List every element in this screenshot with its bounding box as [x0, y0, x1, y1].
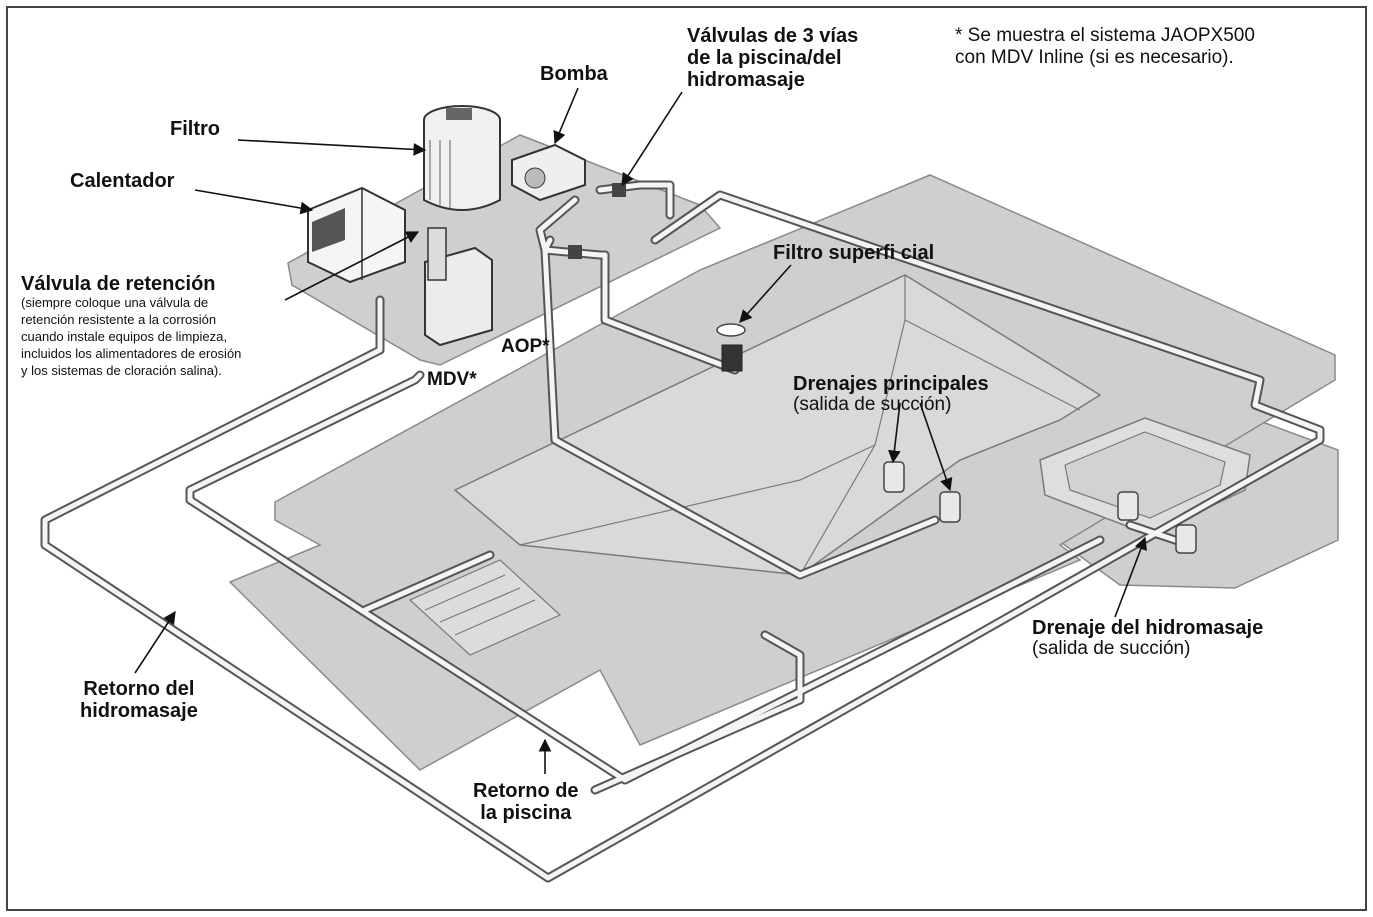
- label-spa-drain-sub: (salida de succión): [1032, 638, 1191, 659]
- aop-unit: [424, 227, 493, 347]
- diagram-frame: [6, 6, 1367, 911]
- label-pool-return: Retorno de la piscina: [473, 780, 579, 824]
- pump-unit: [511, 143, 586, 202]
- main-drains: [883, 461, 961, 523]
- label-spa-return-line-1: Retorno del: [83, 678, 195, 700]
- label-main-drains-title: Drenajes principales: [793, 373, 989, 395]
- system-note: * Se muestra el sistema JAOPX500 con MDV…: [955, 25, 1255, 69]
- label-check-valve-detail-2: retención resistente a la corrosión: [21, 311, 217, 327]
- label-skimmer: Filtro superfi cial: [773, 242, 935, 264]
- label-check-valve-detail-3: cuando instale equipos de limpieza,: [21, 328, 227, 344]
- label-main-drains: Drenajes principales (salida de succión): [793, 373, 989, 416]
- label-heater: Calentador: [70, 170, 175, 192]
- label-check-valve-detail-5: y los sistemas de cloración salina).: [21, 362, 222, 378]
- label-spa-return-line-2: hidromasaje: [80, 700, 198, 722]
- spa-inner: [1064, 431, 1226, 519]
- label-pump: Bomba: [540, 63, 608, 85]
- label-three-way-valves-line-2: de la piscina/del: [687, 47, 842, 69]
- label-pool-return-line-1: Retorno de: [473, 780, 579, 802]
- label-spa-return: Retorno del hidromasaje: [80, 678, 198, 722]
- pipe-network: [40, 180, 1325, 883]
- skimmer: [716, 323, 746, 372]
- label-pool-return-line-2: la piscina: [480, 802, 572, 824]
- spa-drains: [1117, 491, 1197, 554]
- heater-unit: [307, 186, 406, 284]
- label-three-way-valves: Válvulas de 3 vías de la piscina/del hid…: [687, 25, 858, 91]
- label-spa-drain: Drenaje del hidromasaje (salida de succi…: [1032, 617, 1263, 660]
- label-check-valve: Válvula de retención (siempre coloque un…: [21, 273, 241, 379]
- label-check-valve-detail-1: (siempre coloque una válvula de: [21, 295, 209, 310]
- note-line-1: * Se muestra el sistema JAOPX500: [955, 25, 1255, 46]
- pool-floor-lines: [519, 275, 1081, 576]
- label-filter: Filtro: [170, 118, 220, 140]
- label-check-valve-detail-4: incluidos los alimentadores de erosión: [21, 345, 242, 361]
- label-main-drains-sub: (salida de succión): [793, 394, 952, 415]
- three-way-valves: [568, 183, 626, 259]
- label-spa-drain-title: Drenaje del hidromasaje: [1032, 617, 1264, 639]
- label-aop: AOP*: [501, 336, 550, 357]
- label-mdv: MDV*: [427, 369, 477, 390]
- pool-basin: [453, 274, 1102, 576]
- filter-tank: [423, 105, 501, 211]
- callout-arrows: [134, 87, 1147, 774]
- label-three-way-valves-line-3: hidromasaje: [687, 69, 805, 91]
- pool-steps: [408, 559, 562, 656]
- note-line-2: con MDV Inline (si es necesario).: [955, 46, 1234, 68]
- label-check-valve-title: Válvula de retención: [21, 273, 216, 295]
- label-three-way-valves-line-1: Válvulas de 3 vías: [687, 25, 859, 47]
